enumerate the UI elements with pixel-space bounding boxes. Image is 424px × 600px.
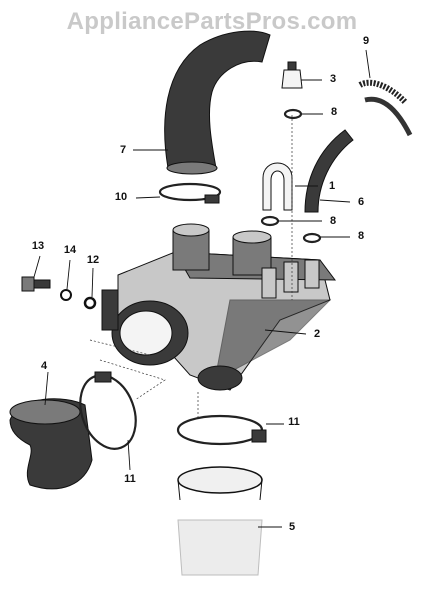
part-8-clamp-right <box>302 232 322 244</box>
callout-c4: 4 <box>41 360 48 372</box>
part-11-clamp-bottom <box>176 414 267 446</box>
part-8-clamp-mid <box>260 215 280 227</box>
assembly-lines <box>89 115 293 420</box>
part-9-tube <box>358 79 413 137</box>
part-2-housing <box>101 223 337 391</box>
part-7-hose <box>164 30 271 175</box>
callout-c11b: 11 <box>124 473 136 485</box>
part-5-filter <box>177 519 263 576</box>
callout-c3: 3 <box>330 73 336 85</box>
callout-c8a: 8 <box>331 106 337 118</box>
part-1-u-tube <box>262 162 293 211</box>
callout-c11a: 11 <box>288 416 300 428</box>
part-12-washer <box>83 296 97 310</box>
part-8-clamp-top <box>283 108 303 120</box>
callout-c6: 6 <box>358 196 364 208</box>
callout-c8c: 8 <box>358 230 364 242</box>
leader-lines <box>33 49 371 528</box>
callout-c14: 14 <box>64 244 77 256</box>
callout-c8b: 8 <box>330 215 336 227</box>
watermark-text: AppliancePartsPros.com <box>66 8 358 35</box>
part-11-clamp-left <box>79 371 137 450</box>
part-14-lock-washer <box>60 289 72 301</box>
part-10-clamp <box>158 182 222 204</box>
seal-ring <box>177 466 263 501</box>
part-4-boot <box>9 398 93 490</box>
callout-c7: 7 <box>120 144 126 156</box>
part-6-hose <box>304 129 354 213</box>
callout-c1: 1 <box>329 180 335 192</box>
part-3-fitting <box>281 61 303 89</box>
callout-c13: 13 <box>32 240 44 252</box>
callout-c2: 2 <box>314 328 320 340</box>
callout-c10: 10 <box>115 191 127 203</box>
callout-c5: 5 <box>289 521 295 533</box>
callout-c9: 9 <box>363 35 369 47</box>
part-13-bolt <box>21 276 51 292</box>
callout-c12: 12 <box>87 254 99 266</box>
